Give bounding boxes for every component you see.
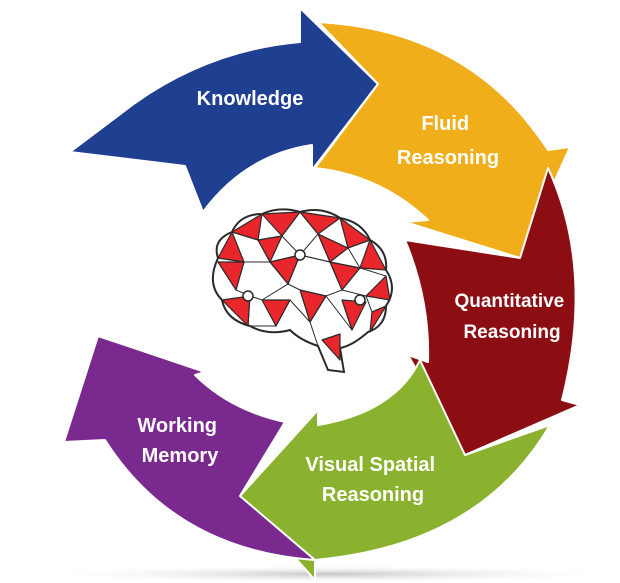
quantitative-reasoning-label: Quantitative Reasoning — [454, 291, 569, 343]
fluid-reasoning-label: Fluid Reasoning — [397, 113, 499, 169]
knowledge-label: Knowledge — [197, 88, 304, 110]
brain-icon — [211, 208, 393, 374]
working-memory-arrow — [63, 335, 316, 561]
visual-spatial-reasoning-label: Visual Spatial Reasoning — [305, 454, 440, 506]
fluid-reasoning-arrow — [314, 21, 571, 259]
working-memory-label: Working Memory — [137, 415, 222, 467]
floor-shadow — [30, 565, 620, 583]
quantitative-reasoning-arrow — [404, 167, 581, 456]
knowledge-arrow — [69, 7, 379, 213]
